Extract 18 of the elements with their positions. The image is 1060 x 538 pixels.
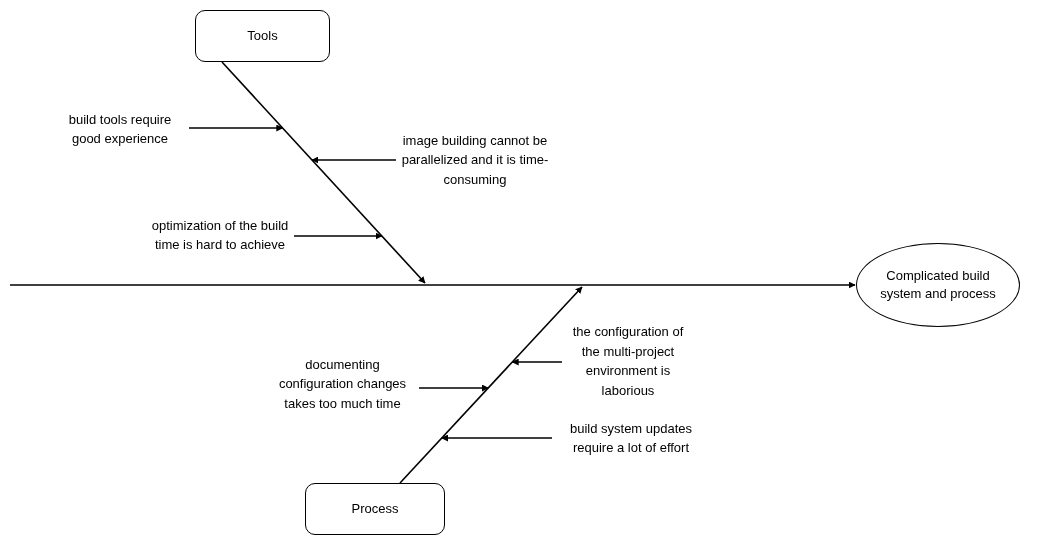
- arrow: [221, 61, 426, 284]
- cause-text: image building cannot be parallelized and it is time-consuming: [400, 128, 550, 192]
- cause-text: build system updates require a lot of effort: [556, 416, 706, 460]
- category-box: Process: [305, 483, 445, 535]
- effect-ellipse: Complicated build system and process: [856, 243, 1020, 327]
- cause-text: the configuration of the multi-project environment is laborious: [566, 318, 690, 404]
- arrow: [311, 156, 397, 164]
- arrow: [9, 281, 856, 289]
- arrow: [418, 384, 489, 392]
- cause-text: build tools require good experience: [55, 106, 185, 152]
- cause-text: optimization of the build time is hard to achieve: [150, 203, 290, 267]
- arrow: [293, 232, 383, 240]
- arrow: [188, 124, 284, 132]
- arrow: [441, 434, 553, 442]
- arrow: [511, 358, 563, 366]
- cause-text: documenting configuration changes takes too much time: [270, 352, 415, 416]
- arrow: [399, 286, 583, 484]
- category-box: Tools: [195, 10, 330, 62]
